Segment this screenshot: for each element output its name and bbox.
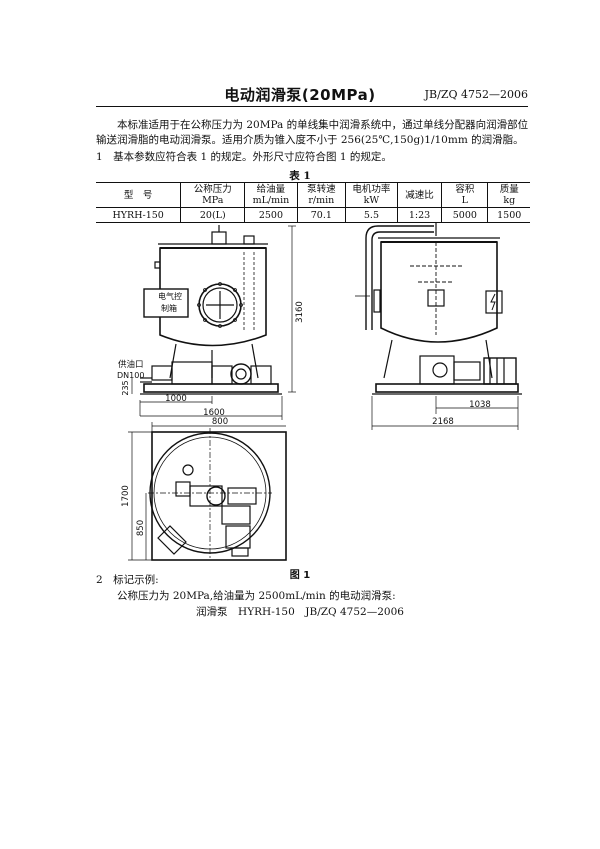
standard-number: JB/ZQ 4752—2006 bbox=[424, 88, 528, 101]
cell-ratio: 1:23 bbox=[396, 207, 442, 223]
cell-model: HYRH-150 bbox=[96, 207, 181, 223]
front-view bbox=[131, 225, 296, 420]
side-view bbox=[355, 222, 522, 430]
cell-power: 5.5 bbox=[345, 207, 398, 223]
intro-line-2: 输送润滑脂的电动润滑泵。适用介质为锥入度不小于 256(25℃,150g)1/1… bbox=[96, 134, 524, 146]
cell-mass: 1500 bbox=[487, 207, 530, 223]
section-2-text: 2 标记示例: bbox=[96, 574, 159, 586]
example-mark: 润滑泵 HYRH-150 JB/ZQ 4752—2006 bbox=[196, 606, 404, 618]
example-description: 公称压力为 20MPa,给油量为 2500mL/min 的电动润滑泵: bbox=[117, 590, 396, 602]
page-title: 电动润滑泵(20MPa) bbox=[224, 86, 376, 104]
title-rule bbox=[96, 106, 528, 107]
panel-label-1: 电气控 bbox=[158, 291, 182, 301]
panel-label-2: 制箱 bbox=[161, 303, 177, 313]
dim-overall-width: 2168 bbox=[432, 417, 454, 427]
dim-outlet-height: 235 bbox=[121, 380, 130, 395]
cell-pressure: 20(L) bbox=[180, 207, 245, 223]
dim-plan-half: 850 bbox=[136, 520, 146, 536]
outlet-label-1: 供油口 bbox=[118, 359, 144, 370]
dim-base-width: 800 bbox=[212, 417, 228, 427]
dim-height: 3160 bbox=[295, 301, 305, 323]
dim-base-length: 1600 bbox=[203, 408, 225, 418]
cell-flow: 2500 bbox=[244, 207, 298, 223]
table-row: HYRH-150 20(L) 2500 70.1 5.5 1:23 5000 1… bbox=[96, 207, 530, 223]
header-model: 型 号 bbox=[96, 182, 181, 208]
section-1-text: 1 基本参数应符合表 1 的规定。外形尺寸应符合图 1 的规定。 bbox=[96, 151, 392, 163]
cell-volume: 5000 bbox=[441, 207, 488, 223]
cell-speed: 70.1 bbox=[296, 207, 346, 223]
table-caption: 表 1 bbox=[289, 170, 311, 182]
header-ratio: 减速比 bbox=[396, 182, 442, 208]
dim-plan-depth: 1700 bbox=[121, 485, 131, 507]
intro-line-1: 本标准适用于在公称压力为 20MPa 的单线集中润滑系统中，通过单线分配器向润滑… bbox=[117, 119, 529, 131]
dim-side-offset: 1038 bbox=[469, 400, 491, 410]
outlet-label-2: DN100 bbox=[117, 371, 144, 380]
figure-caption: 图 1 bbox=[289, 570, 311, 581]
plan-view bbox=[128, 422, 287, 561]
dim-base-center: 1000 bbox=[165, 394, 187, 404]
